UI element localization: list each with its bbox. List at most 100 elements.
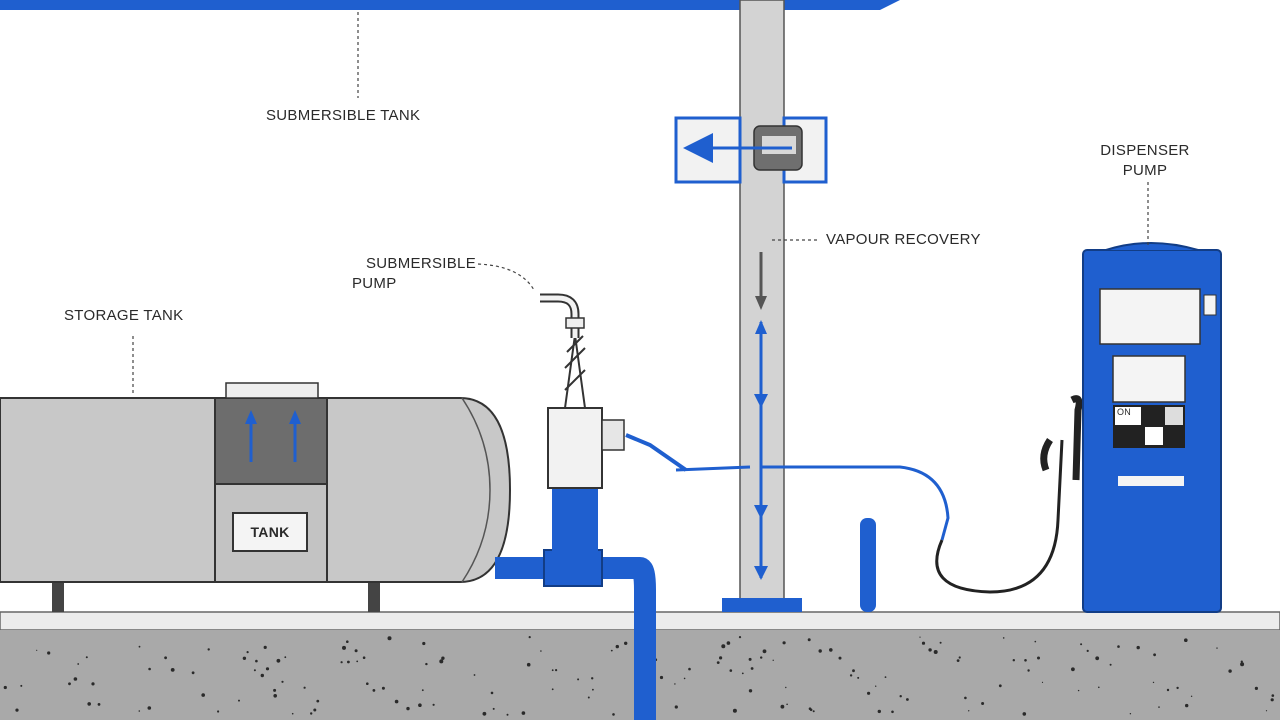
ground-speck xyxy=(263,645,267,650)
ground-speck xyxy=(1190,695,1193,697)
ground-speck xyxy=(674,705,678,709)
ground-speck xyxy=(956,659,960,662)
ground-speck xyxy=(342,645,346,650)
bollard xyxy=(860,518,876,612)
ground-speck xyxy=(273,688,277,692)
ground-speck xyxy=(738,636,742,639)
ground-speck xyxy=(528,636,531,639)
ground-speck xyxy=(316,699,320,703)
ground-speck xyxy=(933,650,938,654)
ground-speck xyxy=(1270,698,1274,702)
ground-speck xyxy=(683,677,686,680)
ground-speck xyxy=(981,702,985,705)
ground-speck xyxy=(148,667,151,671)
ground-speck xyxy=(1240,662,1245,667)
ground-speck xyxy=(906,698,909,701)
ground-speck xyxy=(441,656,445,660)
submersible-pump xyxy=(540,293,751,552)
ground-speck xyxy=(968,710,970,712)
ground-speck xyxy=(610,649,613,652)
ground-speck xyxy=(91,682,95,686)
ground-speck xyxy=(432,703,435,706)
label-submersible-tank: SUBMERSIBLE TANK xyxy=(266,107,421,124)
ground-speck xyxy=(238,699,240,702)
ground-speck xyxy=(372,689,376,692)
ground-speck xyxy=(85,656,88,659)
ground-speck xyxy=(422,641,426,646)
ground-speck xyxy=(3,685,7,690)
ground-speck xyxy=(147,706,152,710)
ground-speck xyxy=(217,710,220,713)
ground-speck xyxy=(313,708,317,712)
ground-speck xyxy=(928,648,932,652)
ground-texture xyxy=(3,636,1275,716)
ground-speck xyxy=(919,636,921,638)
ground-speck xyxy=(1136,645,1140,650)
ground-speck xyxy=(921,641,926,645)
dispenser-hose xyxy=(762,395,1083,594)
ground-speck xyxy=(577,678,580,681)
ground-speck xyxy=(1095,656,1100,661)
ground-speck xyxy=(246,651,249,654)
ground-speck xyxy=(1086,649,1089,653)
label-vapour-recovery: VAPOUR RECOVERY xyxy=(826,231,981,248)
ground-speck xyxy=(849,674,853,677)
ground-speck xyxy=(381,686,385,690)
ground-speck xyxy=(406,706,410,711)
ground-speck xyxy=(899,695,902,698)
label-dispenser-line1: DISPENSER xyxy=(1100,142,1190,159)
ground-speck xyxy=(255,659,258,663)
ground-speck xyxy=(490,691,494,695)
ground-speck xyxy=(760,656,763,659)
ground-speck xyxy=(807,638,811,642)
fuel-dispenser xyxy=(1082,242,1222,613)
ground-speck xyxy=(782,641,786,645)
ground-speck xyxy=(785,686,787,689)
ground-speck xyxy=(425,662,428,666)
ground-speck xyxy=(1027,669,1030,672)
ground-speck xyxy=(207,648,210,651)
ground-speck xyxy=(877,709,881,714)
ground-speck xyxy=(20,684,23,687)
ground-speck xyxy=(838,656,842,660)
ground-speck xyxy=(138,710,141,712)
ground-speck xyxy=(362,656,366,659)
ground-speck xyxy=(310,712,313,715)
ground-speck xyxy=(1077,689,1080,692)
ground-speck xyxy=(1240,660,1243,663)
ground-speck xyxy=(719,656,723,660)
ground-speck xyxy=(1158,706,1160,708)
ground-speck xyxy=(762,649,767,654)
ground-speck xyxy=(170,668,175,672)
ground-speck xyxy=(356,660,359,663)
ground-speck xyxy=(260,673,264,678)
ground-speck xyxy=(387,636,392,641)
ground-speck xyxy=(555,669,558,672)
ground-speck xyxy=(77,663,80,665)
ground-speck xyxy=(15,708,19,712)
ground-speck xyxy=(808,707,812,710)
ground-speck xyxy=(340,661,343,664)
ground-speck xyxy=(688,667,691,671)
ground-speck xyxy=(346,640,349,643)
ground-speck xyxy=(852,669,855,673)
ground-speck xyxy=(291,712,294,715)
ground-speck xyxy=(1152,681,1155,684)
ground-speck xyxy=(591,677,594,680)
label-pump-line1: SUBMERSIBLE xyxy=(366,255,476,272)
dispenser-screen-text: ON xyxy=(1117,407,1132,417)
ground-speck xyxy=(87,702,91,706)
ground-speck xyxy=(998,684,1002,688)
ground-speck xyxy=(1228,669,1232,673)
ground-speck xyxy=(812,710,815,713)
ground-speck xyxy=(281,680,284,683)
vapour-flow-arrows xyxy=(754,252,768,580)
ground-speck xyxy=(482,711,487,716)
ground-speck xyxy=(242,656,247,660)
ground-speck xyxy=(421,689,424,692)
ground-speck xyxy=(347,660,350,664)
ground-speck xyxy=(1176,686,1179,690)
ground-speck xyxy=(939,641,942,644)
ground-speck xyxy=(818,649,822,653)
ground-speck xyxy=(729,669,733,672)
